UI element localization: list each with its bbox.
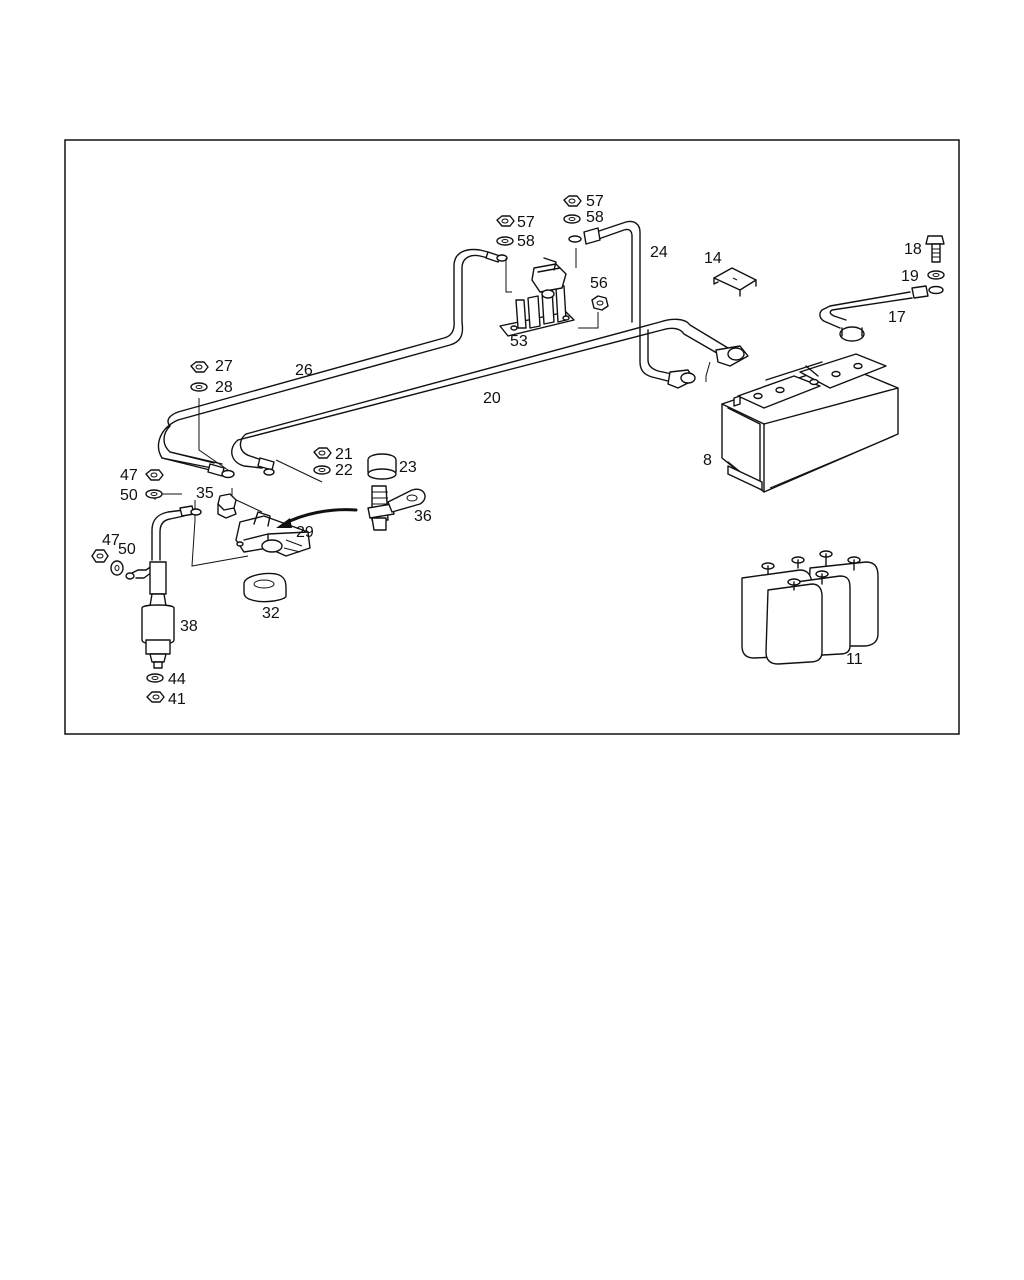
cable-20 (231, 318, 749, 476)
callout-17: 17 (888, 309, 906, 326)
cap-23 (367, 453, 397, 480)
nut-47-lower (91, 549, 109, 563)
callout-22: 22 (335, 462, 353, 479)
arrow-head (276, 518, 292, 528)
fuse-holder-36 (367, 485, 426, 531)
washer-50-upper (145, 489, 163, 499)
washer-22 (313, 465, 331, 475)
cable-26 (157, 248, 508, 479)
bottles-11 (741, 550, 879, 665)
callout-24: 24 (650, 244, 668, 261)
callout-57: 57 (586, 193, 604, 210)
callout-57: 57 (517, 214, 535, 231)
callout-35: 35 (196, 485, 214, 502)
callout-21: 21 (335, 446, 353, 463)
nut-47-upper (145, 469, 164, 481)
cable-17 (819, 285, 944, 342)
callout-28: 28 (215, 379, 233, 396)
washer-28 (190, 382, 208, 392)
diagram-frame (64, 139, 960, 735)
nut-57-right (563, 195, 582, 207)
washer-19 (927, 270, 945, 280)
bracket-14 (713, 267, 757, 297)
callout-27: 27 (215, 358, 233, 375)
leader-lines (154, 248, 711, 567)
callout-47: 47 (120, 467, 138, 484)
nut-56 (591, 295, 609, 311)
callout-50: 50 (118, 541, 136, 558)
nut-57-left (496, 215, 515, 227)
callout-29: 29 (296, 524, 314, 541)
callout-18: 18 (904, 241, 922, 258)
fuse-block-53 (499, 257, 575, 337)
connection-arrow (282, 508, 358, 526)
callout-38: 38 (180, 618, 198, 635)
washer-50-lower (110, 560, 124, 576)
callout-8: 8 (703, 452, 712, 469)
callout-47: 47 (102, 532, 120, 549)
bolt-18 (925, 235, 945, 263)
callout-58: 58 (517, 233, 535, 250)
callout-labels: 57 58 57 58 24 14 18 19 17 56 53 26 27 2… (102, 193, 922, 708)
grommet-32 (243, 572, 287, 603)
washer-44 (146, 673, 164, 683)
callout-50: 50 (120, 487, 138, 504)
nut-41 (146, 691, 165, 703)
nut-21 (313, 447, 332, 459)
callout-26: 26 (295, 362, 313, 379)
nut-35 (217, 493, 237, 519)
callout-19: 19 (901, 268, 919, 285)
callout-56: 56 (590, 275, 608, 292)
cable-24 (568, 220, 641, 331)
callout-11: 11 (846, 651, 863, 668)
callout-23: 23 (399, 459, 417, 476)
callout-36: 36 (414, 508, 432, 525)
battery-8 (721, 353, 899, 493)
callout-58: 58 (586, 209, 604, 226)
callout-53: 53 (510, 333, 528, 350)
callout-32: 32 (262, 605, 280, 622)
callout-44: 44 (168, 671, 186, 688)
callout-41: 41 (168, 691, 186, 708)
nut-27 (190, 361, 209, 373)
callout-14: 14 (704, 250, 722, 267)
washer-58-right (563, 214, 581, 224)
callout-20: 20 (483, 390, 501, 407)
washer-58-left (496, 236, 514, 246)
solenoid-38 (125, 505, 202, 669)
